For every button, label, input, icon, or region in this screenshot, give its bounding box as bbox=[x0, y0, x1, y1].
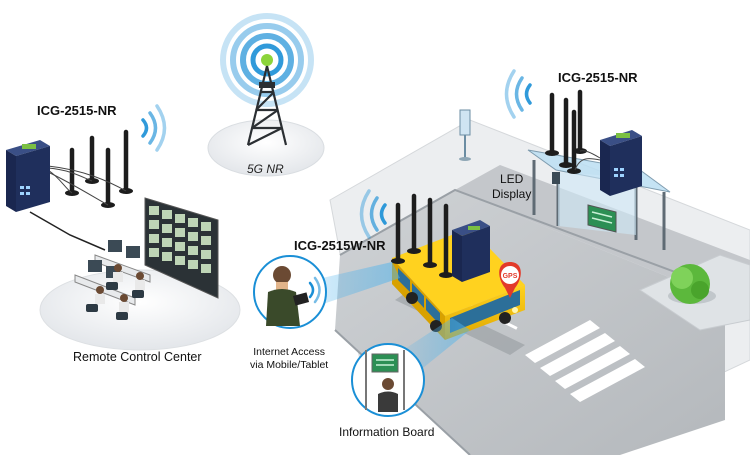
street-sign bbox=[459, 109, 471, 161]
label-internet-line2: via Mobile/Tablet bbox=[250, 359, 329, 371]
5g-tower bbox=[207, 13, 325, 177]
information-board-user bbox=[351, 343, 425, 417]
label-information-board: Information Board bbox=[339, 425, 435, 439]
label-device-bus: ICG-2515W-NR bbox=[294, 238, 386, 253]
remote-control-center bbox=[29, 197, 241, 351]
wifi-icon-bus bbox=[359, 189, 387, 239]
label-led-line2: Display bbox=[492, 187, 532, 201]
device-right bbox=[545, 89, 642, 196]
video-wall bbox=[144, 197, 219, 299]
label-internet-access: Internet Access via Mobile/Tablet bbox=[250, 346, 328, 372]
wifi-icon-mobile bbox=[308, 276, 321, 304]
gps-label: GPS bbox=[503, 273, 518, 280]
device-left bbox=[6, 129, 133, 212]
label-device-right: ICG-2515-NR bbox=[558, 70, 638, 85]
label-led-display: LED Display bbox=[492, 172, 531, 202]
label-remote-control-center: Remote Control Center bbox=[73, 350, 202, 364]
gps-pin-icon bbox=[499, 262, 521, 298]
label-led-line1: LED bbox=[500, 172, 524, 186]
crosswalk bbox=[525, 320, 645, 402]
tree bbox=[668, 264, 716, 304]
operator-desks bbox=[74, 240, 151, 320]
device-bus bbox=[391, 193, 490, 282]
label-internet-line1: Internet Access bbox=[253, 346, 325, 358]
label-device-left: ICG-2515-NR bbox=[37, 103, 117, 118]
label-5g-nr: 5G NR bbox=[247, 162, 284, 176]
mobile-user bbox=[253, 255, 327, 329]
led-display-board bbox=[587, 204, 617, 233]
wifi-icon-left bbox=[141, 104, 167, 152]
wifi-icon-right bbox=[504, 69, 532, 119]
